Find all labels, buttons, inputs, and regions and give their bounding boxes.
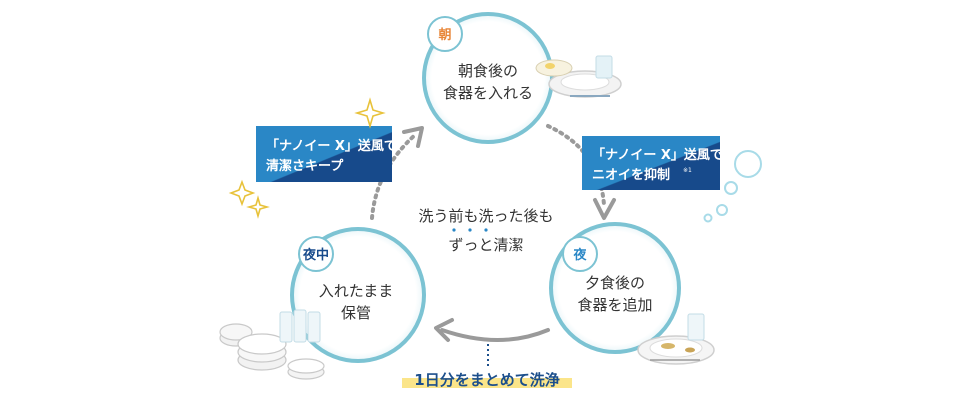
stored-dishes-illustration bbox=[219, 309, 325, 380]
bottom-highlight bbox=[402, 378, 572, 388]
midnight-tag: 夜中 bbox=[298, 236, 334, 272]
center-line1: 洗う前も洗った後も bbox=[418, 207, 553, 225]
midnight-tag-label: 夜中 bbox=[302, 247, 329, 263]
morning-label-line2: 食器を入れる bbox=[443, 84, 533, 102]
morning-tag-label: 朝 bbox=[438, 27, 451, 43]
left-box-line2: 清潔さキープ bbox=[266, 158, 344, 174]
right-info-box: 「ナノイー X」送風で ニオイを抑制 ※1 bbox=[582, 136, 723, 190]
right-box-note: ※1 bbox=[683, 167, 692, 174]
arrow-evening-to-midnight bbox=[434, 318, 550, 342]
bubble-icon bbox=[703, 150, 762, 223]
midnight-label-line2: 保管 bbox=[341, 304, 371, 322]
left-box-line1: 「ナノイー X」送風で bbox=[266, 138, 397, 154]
left-info-box: 「ナノイー X」送風で 清潔さキープ bbox=[256, 126, 397, 182]
center-line2: ずっと清潔 bbox=[448, 236, 523, 254]
midnight-label-line1: 入れたまま bbox=[319, 282, 394, 300]
morning-label-line1: 朝食後の bbox=[458, 62, 518, 80]
emphasis-dots bbox=[452, 228, 488, 232]
right-box-line1: 「ナノイー X」送風で bbox=[592, 147, 723, 163]
bottom-label: 1日分をまとめて洗浄 bbox=[414, 371, 559, 389]
right-box-line2: ニオイを抑制 bbox=[592, 167, 670, 183]
evening-label-line1: 夕食後の bbox=[585, 274, 645, 292]
evening-tag: 夜 bbox=[562, 236, 598, 272]
sparkle-icon bbox=[228, 97, 386, 219]
dinner-dishes-illustration bbox=[637, 313, 715, 365]
evening-tag-label: 夜 bbox=[572, 247, 587, 263]
evening-label-line2: 食器を追加 bbox=[577, 296, 652, 314]
breakfast-dishes-illustration bbox=[535, 55, 622, 98]
morning-tag: 朝 bbox=[427, 16, 463, 52]
